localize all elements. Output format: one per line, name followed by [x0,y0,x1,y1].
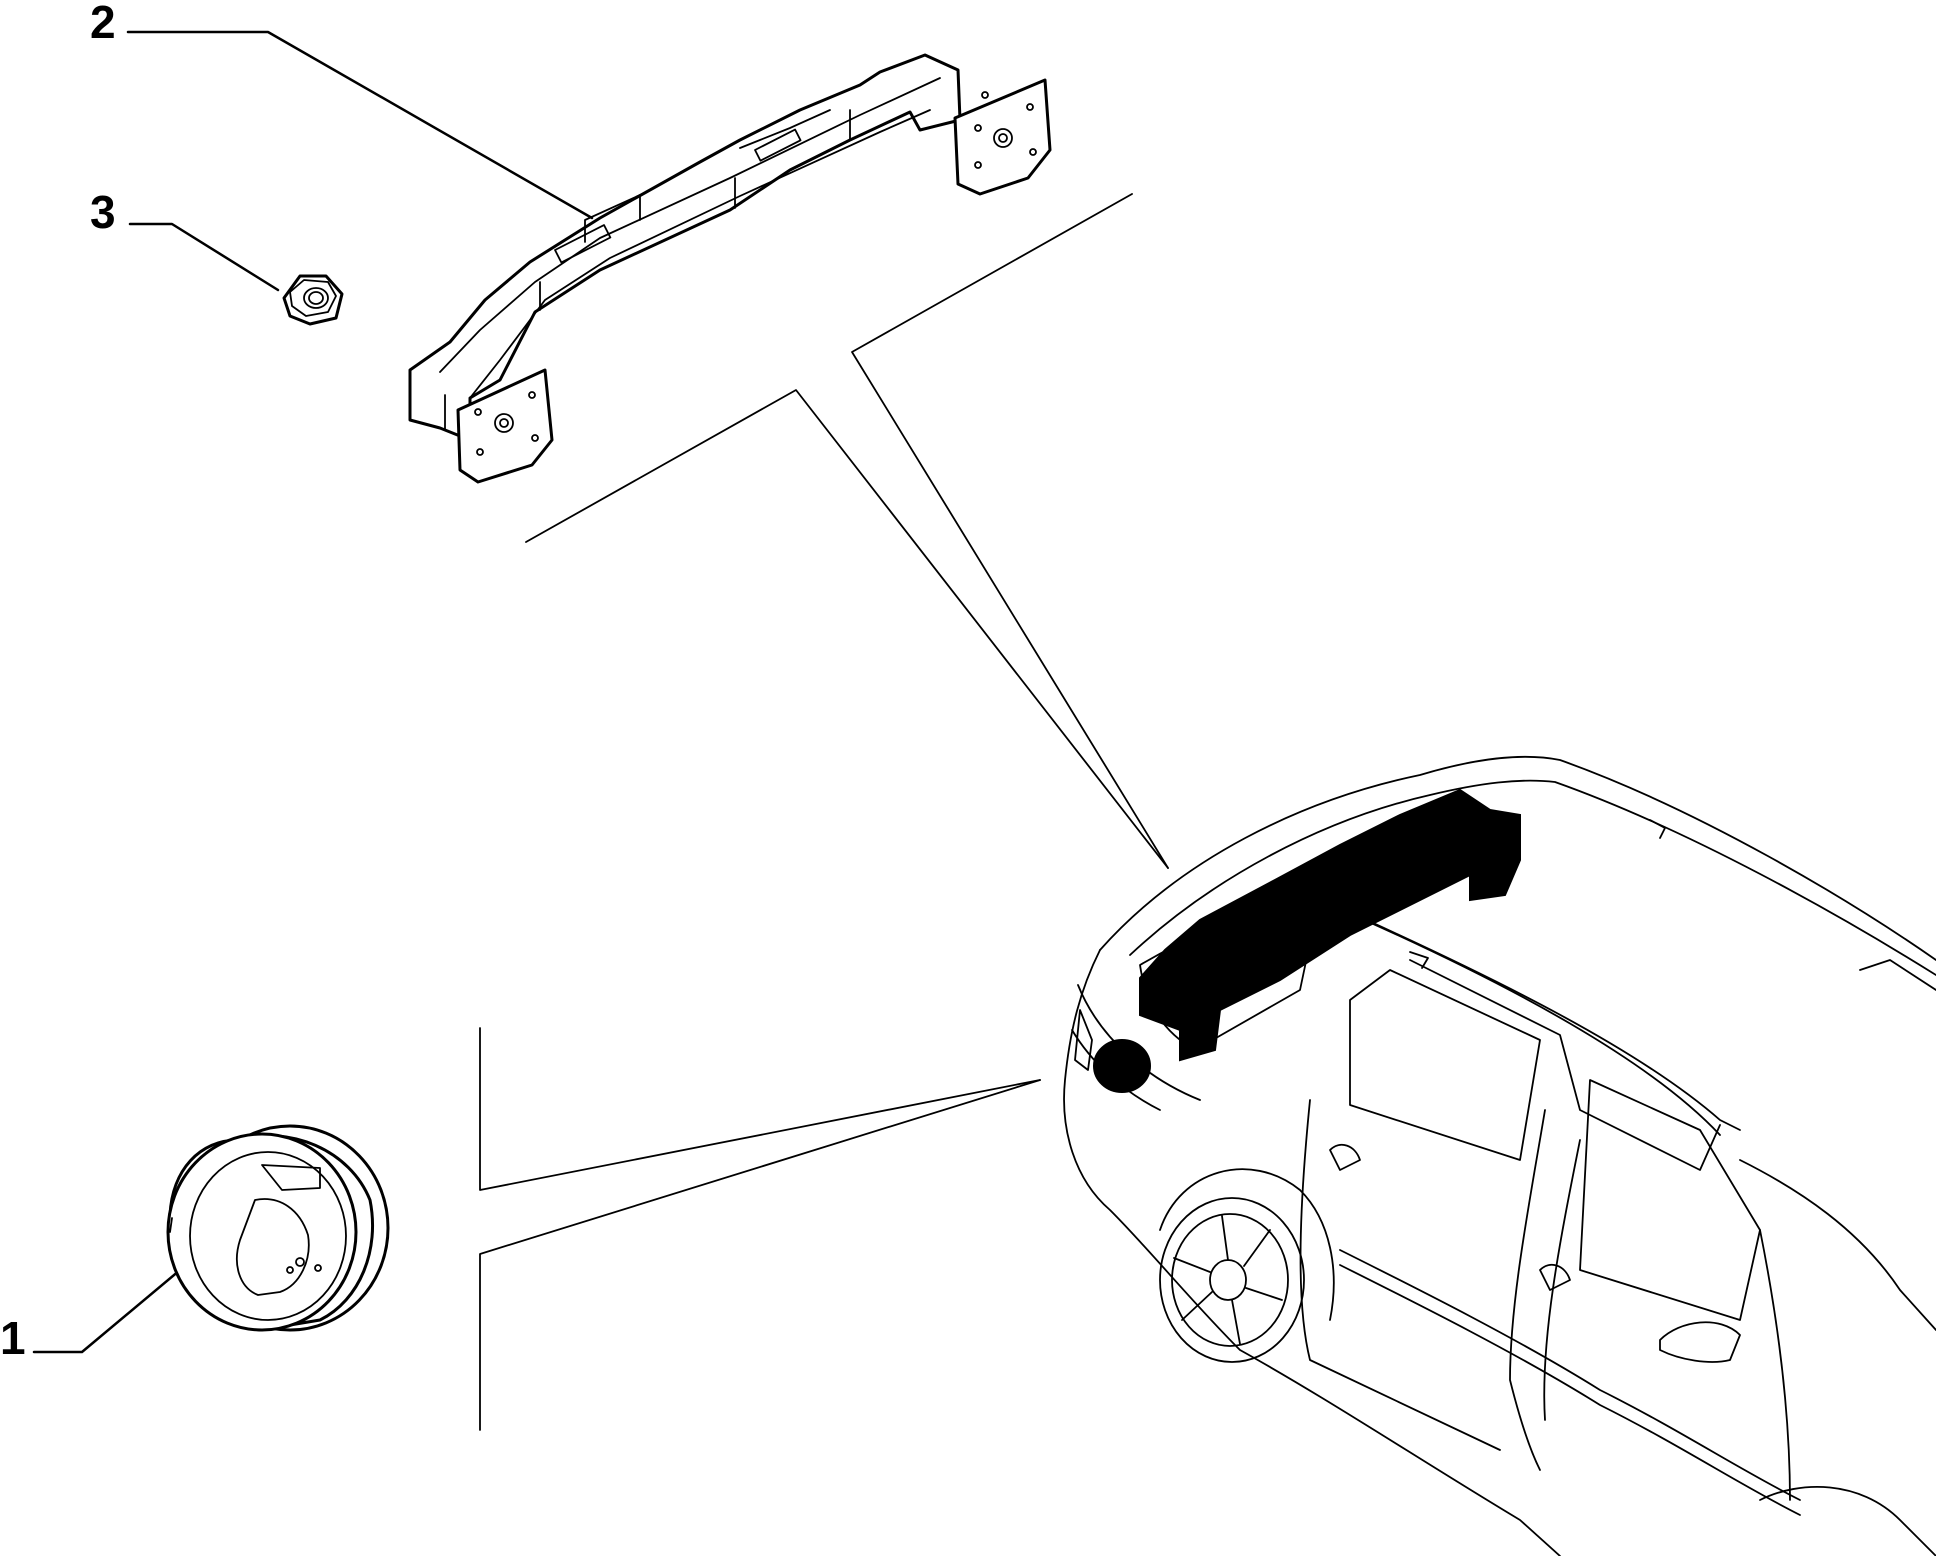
callout-3-leader [128,222,280,292]
hex-nut-icon [282,274,344,326]
callout-1[interactable]: 1 [0,1268,182,1364]
callout-1-leader [32,1268,182,1354]
callout-3[interactable]: 3 [90,186,280,292]
callout-3-label: 3 [90,186,116,238]
callout-2[interactable]: 2 [90,0,594,220]
callout-2-leader [126,30,594,220]
reflector-cap-icon [166,1124,390,1332]
callout-2-label: 2 [90,0,116,48]
callout-1-label: 1 [0,1312,26,1364]
station-wagon-icon [1063,755,1936,1556]
detail-pointer-lines [479,193,1169,1431]
bumper-reinforcement-beam-icon [408,53,1052,484]
